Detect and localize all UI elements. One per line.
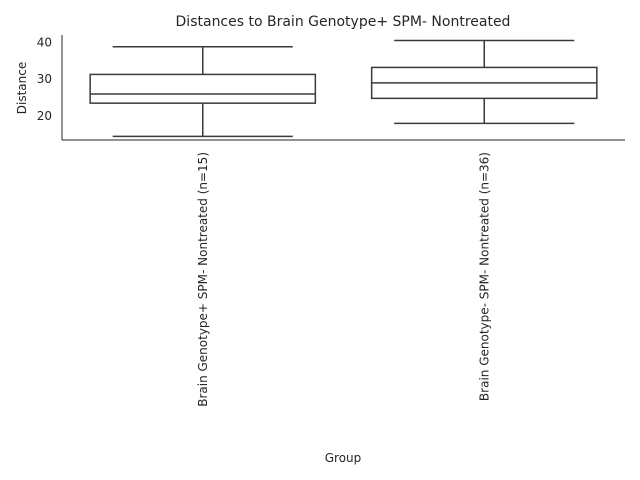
axes xyxy=(61,35,625,141)
y-tick-label: 20 xyxy=(37,109,52,123)
x-ticks: Brain Genotype+ SPM- Nontreated (n=15) Br… xyxy=(196,152,492,407)
box-group xyxy=(89,46,317,138)
y-tick-label: 30 xyxy=(37,72,52,86)
y-axis-label: Distance xyxy=(15,62,29,114)
boxes xyxy=(89,39,598,138)
y-tick-label: 40 xyxy=(37,35,52,49)
x-axis-label: Group xyxy=(325,451,362,465)
x-tick-label: Brain Genotype+ SPM- Nontreated (n=15) xyxy=(196,152,210,407)
box-group xyxy=(370,39,598,125)
x-tick-label: Brain Genotype- SPM- Nontreated (n=36) xyxy=(477,152,491,401)
iqr-box xyxy=(89,73,317,104)
chart-title: Distances to Brain Genotype+ SPM- Nontre… xyxy=(176,14,511,30)
y-ticks: 20 30 40 xyxy=(37,35,52,123)
